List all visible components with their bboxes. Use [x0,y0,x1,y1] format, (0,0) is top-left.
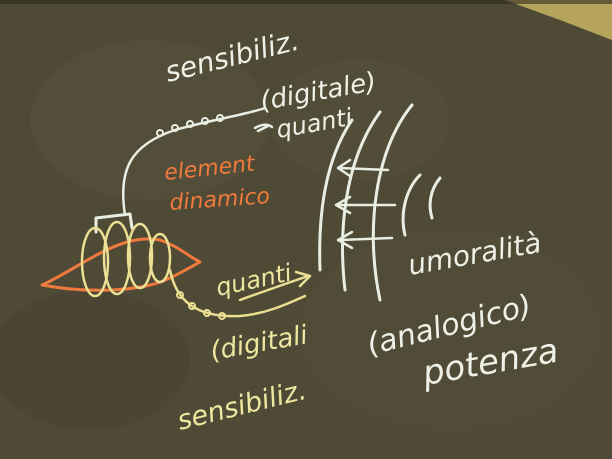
coil [126,222,154,290]
board-edge-highlight [505,0,612,40]
device-top-bracket [94,212,134,234]
arc [341,110,382,292]
arc [428,176,442,220]
smudge [30,40,270,200]
coil [102,220,132,296]
smudge [270,60,450,180]
smudge [0,290,190,430]
bead [186,120,194,128]
bottom-connector-beads [176,291,226,320]
bead [176,291,184,299]
top-connector-beads [156,114,224,137]
bead [216,114,224,122]
arrow [336,158,390,178]
wave-arcs [318,103,442,302]
wave-arrows [334,158,397,250]
coil [148,232,172,284]
arrow [336,230,394,250]
arc [401,173,422,237]
board-frame-top [0,0,612,4]
arrow [334,195,397,215]
top-connector-arrow [253,123,274,133]
bead [201,117,209,125]
arc [318,118,354,272]
bead [188,302,196,310]
coil [80,226,110,298]
quanti-underline [238,270,312,302]
bead [218,312,226,320]
device-coils-yellow [80,220,172,298]
bead [156,129,164,137]
bead [171,124,179,132]
arc [371,103,414,302]
bead [203,309,211,317]
